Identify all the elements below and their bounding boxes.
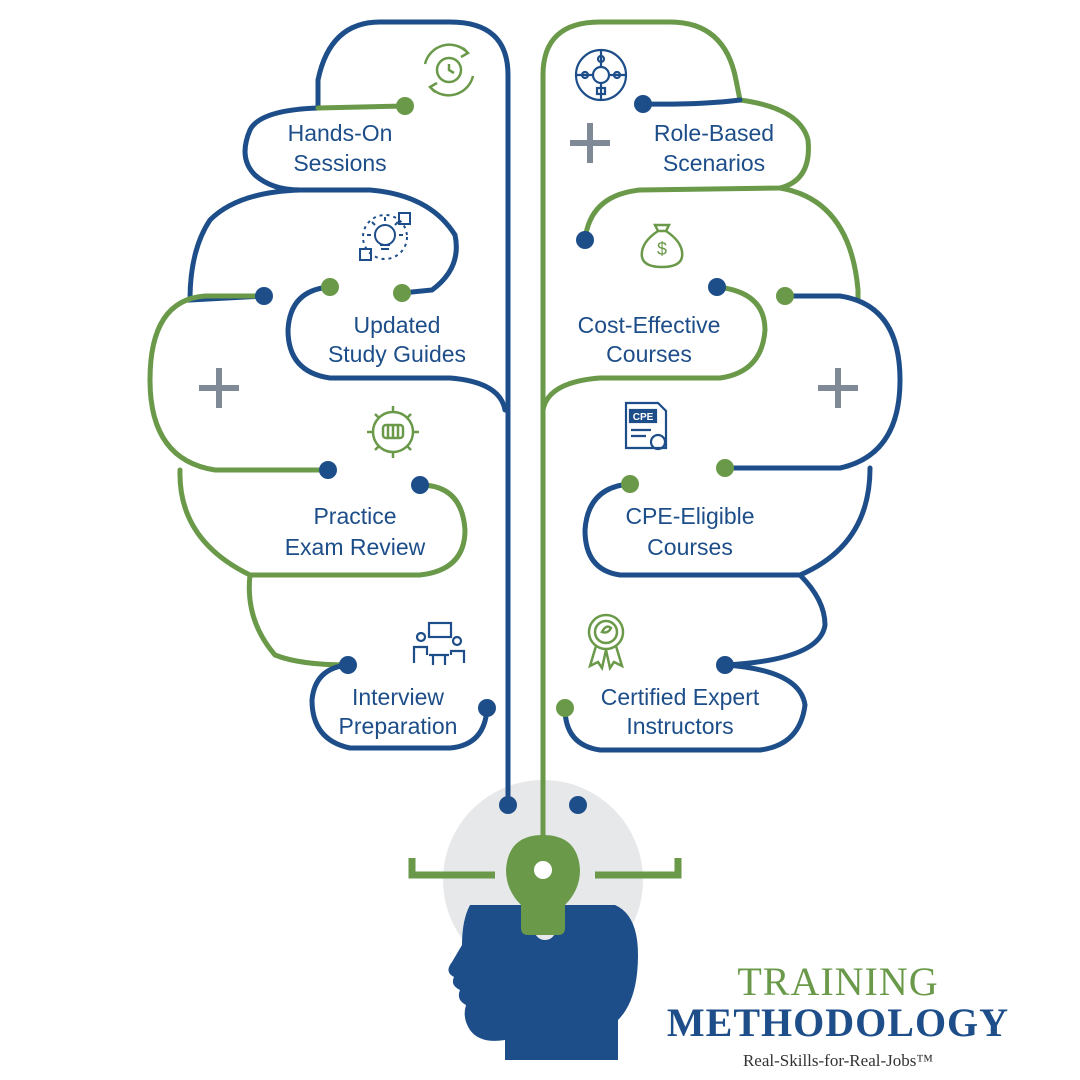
label-interview-preparation: Interview Preparation xyxy=(339,684,458,739)
label-cost-effective-courses: Cost-Effective Courses xyxy=(578,312,721,367)
dot xyxy=(716,459,734,477)
money-bag-icon: $ xyxy=(640,223,684,269)
dot xyxy=(708,278,726,296)
node-dots xyxy=(255,95,794,717)
dot xyxy=(319,461,337,479)
dot xyxy=(396,97,414,115)
label-certified-expert-instructors: Certified Expert Instructors xyxy=(601,684,760,739)
connector-green-trunk xyxy=(540,19,811,838)
brand-title-line1: TRAINING xyxy=(737,959,938,1004)
connector-blue-role xyxy=(640,97,743,107)
connector-blue-cpe xyxy=(582,465,873,578)
label-line: Study Guides xyxy=(328,341,466,367)
label-line: Updated xyxy=(354,312,441,338)
dot xyxy=(634,95,652,113)
dot xyxy=(411,476,429,494)
award-ribbon-icon xyxy=(587,613,625,672)
bracket-left xyxy=(408,858,495,879)
dot xyxy=(776,287,794,305)
label-practice-exam-review: Practice Exam Review xyxy=(285,503,426,560)
connector-blue-interview xyxy=(309,662,490,751)
label-hands-on-sessions: Hands-On Sessions xyxy=(288,120,393,176)
plus-icon xyxy=(199,368,239,408)
head-graphic xyxy=(408,780,682,1060)
connector-green-lobe-3 xyxy=(177,467,468,578)
lightbulb-idea-icon xyxy=(359,212,411,261)
connector-green-outer xyxy=(147,293,331,473)
brand-title-line2: METHODOLOGY xyxy=(667,1000,1009,1045)
label-line: Sessions xyxy=(293,150,386,176)
cpe-certificate-icon: CPE xyxy=(624,401,668,451)
lightbulb-core xyxy=(534,861,552,879)
connector-blue-lobe-2 xyxy=(187,187,303,303)
plus-icon xyxy=(818,368,858,408)
label-line: Practice xyxy=(313,503,396,529)
connector-green-lobe-4 xyxy=(246,572,351,668)
label-line: Hands-On xyxy=(288,120,393,146)
brand-tagline: Real-Skills-for-Real-Jobs™ xyxy=(743,1051,933,1070)
label-cpe-eligible-courses: CPE-Eligible Courses xyxy=(625,503,754,560)
plus-decorations xyxy=(199,123,858,408)
lightbulb-icon xyxy=(506,835,580,935)
bracket-right xyxy=(595,858,682,879)
dot xyxy=(716,656,734,674)
connector-blue-certified xyxy=(562,662,808,753)
dot xyxy=(339,656,357,674)
connector-blue-study xyxy=(285,284,508,413)
label-line: Scenarios xyxy=(663,150,765,176)
label-line: Preparation xyxy=(339,713,458,739)
connector-green-cost-inner xyxy=(540,284,768,413)
svg-text:CPE: CPE xyxy=(633,412,654,423)
svg-text:$: $ xyxy=(657,239,667,259)
head-dot-right xyxy=(569,796,587,814)
label-line: CPE-Eligible xyxy=(625,503,754,529)
label-line: Interview xyxy=(352,684,444,710)
meeting-presentation-icon xyxy=(412,621,466,665)
dot xyxy=(576,231,594,249)
label-line: Role-Based xyxy=(654,120,774,146)
label-role-based-scenarios: Role-Based Scenarios xyxy=(654,120,774,176)
dot xyxy=(621,475,639,493)
connector-blue-trunk xyxy=(242,19,511,808)
dot xyxy=(556,699,574,717)
label-line: Exam Review xyxy=(285,534,426,560)
plus-icon xyxy=(570,123,610,163)
connector-green-top xyxy=(315,103,408,111)
brand-block: TRAINING METHODOLOGY Real-Skills-for-Rea… xyxy=(667,959,1009,1070)
dot xyxy=(478,699,496,717)
label-line: Instructors xyxy=(626,713,733,739)
team-roles-icon xyxy=(574,48,628,102)
dot xyxy=(255,287,273,305)
label-updated-study-guides: Updated Study Guides xyxy=(328,312,466,367)
label-line: Certified Expert xyxy=(601,684,760,710)
label-line: Courses xyxy=(606,341,692,367)
dot xyxy=(321,278,339,296)
head-silhouette xyxy=(448,905,638,1060)
gear-fist-icon xyxy=(367,406,419,458)
label-line: Courses xyxy=(647,534,733,560)
clock-refresh-icon xyxy=(423,43,475,97)
connector-blue-lobe-4 xyxy=(722,572,828,668)
connector-blue-outer xyxy=(722,293,903,471)
label-line: Cost-Effective xyxy=(578,312,721,338)
dot xyxy=(393,284,411,302)
connector-green-cost xyxy=(777,185,861,303)
